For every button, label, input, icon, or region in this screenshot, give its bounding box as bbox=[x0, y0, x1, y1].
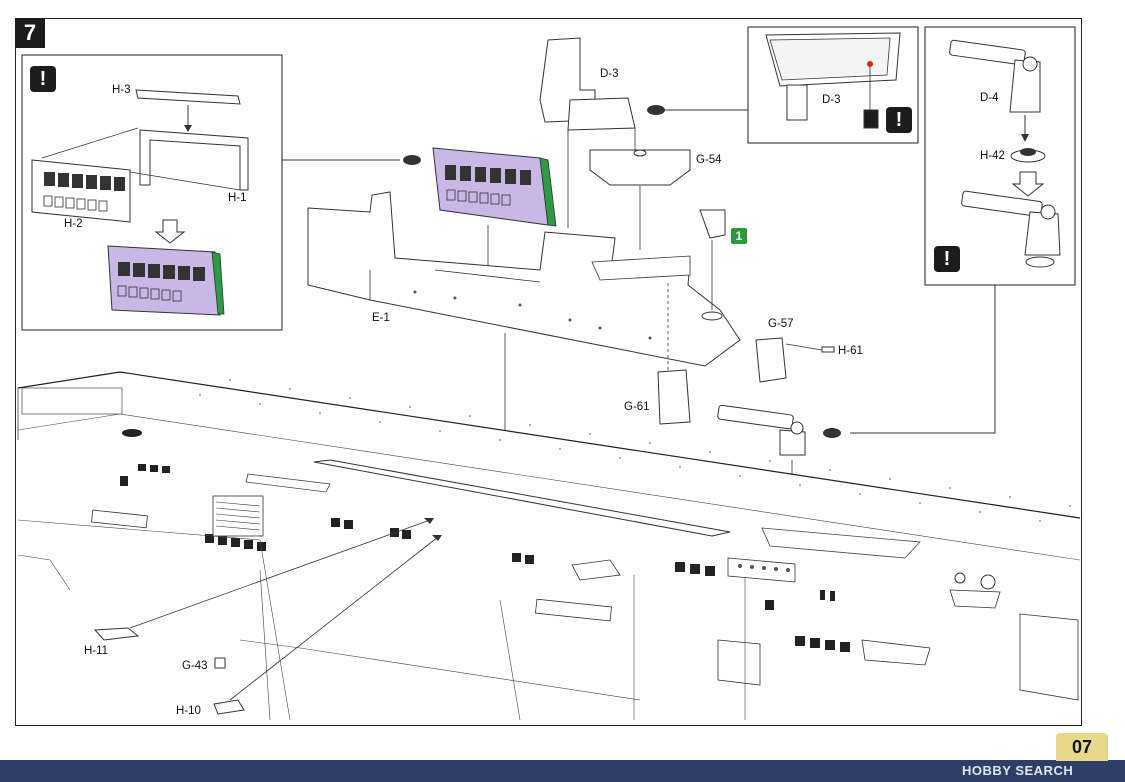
label-g57: G-57 bbox=[768, 318, 794, 330]
footer-bar bbox=[0, 760, 1125, 782]
label-d3-inset: D-3 bbox=[822, 94, 841, 106]
part-g57 bbox=[755, 337, 787, 383]
step-ref-badge: 1 bbox=[731, 228, 747, 244]
page-number: 07 bbox=[1056, 733, 1108, 761]
label-d3: D-3 bbox=[600, 68, 619, 80]
label-h42: H-42 bbox=[980, 150, 1005, 162]
part-h3 bbox=[135, 89, 241, 105]
label-h61: H-61 bbox=[838, 345, 863, 357]
deck-dot-grid bbox=[199, 379, 1071, 522]
label-h11: H-11 bbox=[84, 645, 109, 657]
part-h10 bbox=[213, 699, 245, 715]
part-h11 bbox=[93, 627, 140, 641]
warning-icon: ! bbox=[934, 246, 960, 272]
label-g54: G-54 bbox=[696, 154, 722, 166]
label-h1: H-1 bbox=[228, 192, 247, 204]
label-d4: D-4 bbox=[980, 92, 999, 104]
part-h1 bbox=[139, 129, 249, 191]
warning-icon: ! bbox=[30, 66, 56, 92]
part-g61 bbox=[657, 369, 691, 425]
label-h10: H-10 bbox=[176, 705, 201, 717]
label-h3: H-3 bbox=[112, 84, 131, 96]
label-h2: H-2 bbox=[64, 218, 83, 230]
label-g43: G-43 bbox=[182, 660, 208, 672]
warning-icon: ! bbox=[886, 107, 912, 133]
watermark-text: HOBBY SEARCH bbox=[962, 763, 1074, 778]
label-g61: G-61 bbox=[624, 401, 650, 413]
assembled-purple-main bbox=[432, 147, 549, 226]
step-number-badge: 7 bbox=[15, 18, 45, 48]
part-g43 bbox=[214, 657, 226, 669]
part-h2 bbox=[31, 159, 131, 223]
part-g54 bbox=[589, 149, 691, 186]
label-e1: E-1 bbox=[372, 312, 390, 324]
